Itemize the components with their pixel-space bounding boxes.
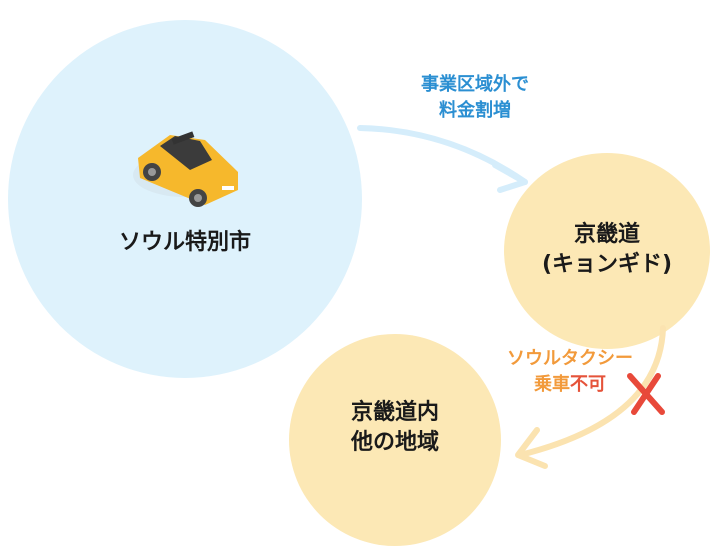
gyeonggi-label-line1: 京畿道 — [573, 222, 640, 247]
no-ride-note-ride: 乗車 — [534, 374, 570, 395]
no-ride-note-line1: ソウルタクシー — [507, 348, 633, 369]
seoul-label: ソウル特別市 — [118, 230, 251, 255]
cross-icon — [627, 373, 665, 415]
other-gyeonggi-region-circle — [289, 334, 501, 546]
surcharge-arrowhead — [492, 162, 528, 193]
gyeonggi-region-circle — [504, 153, 710, 349]
gyeonggi-label: 京畿道 (キョンギド) — [507, 220, 707, 280]
no-ride-note: ソウルタクシー 乗車不可 — [480, 346, 660, 398]
other-label-line2: 他の地域 — [350, 430, 439, 455]
gyeonggi-label-line2: (キョンギド) — [541, 252, 673, 277]
surcharge-note: 事業区域外で 料金割増 — [395, 72, 555, 124]
other-label-line1: 京畿道内 — [350, 400, 439, 425]
no-ride-note-not-allowed: 不可 — [570, 374, 606, 395]
no-ride-arrowhead — [515, 427, 548, 469]
surcharge-note-line1: 事業区域外で — [421, 74, 529, 95]
no-ride-arrow — [517, 325, 666, 458]
seoul-region-circle — [8, 20, 362, 378]
other-region-label: 京畿道内 他の地域 — [295, 398, 495, 458]
taxi-car-icon — [133, 131, 238, 207]
surcharge-note-line2: 料金割増 — [439, 100, 511, 121]
surcharge-arrow — [357, 125, 528, 185]
